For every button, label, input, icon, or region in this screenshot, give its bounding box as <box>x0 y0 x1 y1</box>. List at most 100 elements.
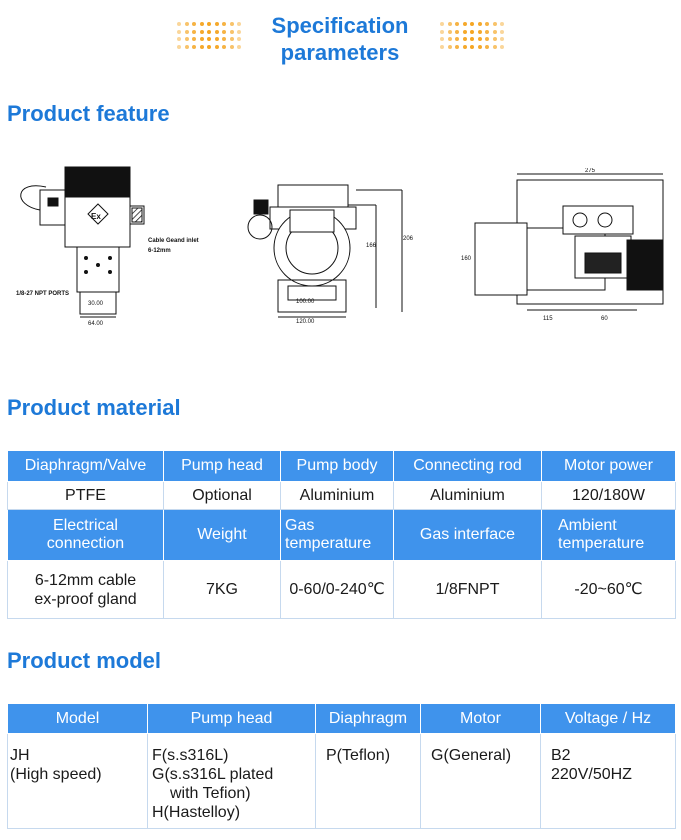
dot <box>222 22 226 26</box>
decorative-dots-left <box>177 22 245 52</box>
value-ambient-temperature: -20~60℃ <box>541 560 676 619</box>
dot <box>229 37 234 41</box>
dot <box>470 29 474 34</box>
ex-mark: Ex <box>91 212 101 221</box>
dim-206: 206 <box>403 236 414 242</box>
header-electrical-connection: Electrical connection <box>7 509 164 561</box>
dot <box>222 44 226 49</box>
value-voltage: B2 220V/50HZ <box>540 733 676 829</box>
dot <box>447 37 452 41</box>
header-model: Model <box>7 703 148 734</box>
dot <box>447 22 452 26</box>
dot <box>184 44 189 49</box>
dot <box>447 44 452 49</box>
dot <box>462 44 467 49</box>
dot <box>455 22 459 26</box>
dim-100: 100.00 <box>296 299 315 305</box>
dot <box>492 37 497 41</box>
value-line: 7KG <box>205 581 238 598</box>
dot <box>440 22 444 26</box>
dot <box>192 29 196 34</box>
technical-drawings: Ex Cable Geand inlet 6-12mm 1/8-27 NPT P… <box>0 150 681 340</box>
value-line: with Tefion) <box>170 785 251 802</box>
header-ambient-temperature: Ambient temperature <box>541 509 676 561</box>
dot <box>214 29 219 34</box>
value-line: H(Hastelloy) <box>152 804 241 821</box>
dot <box>477 22 482 26</box>
header-diaphragm: Diaphragm <box>315 703 421 734</box>
dot <box>192 22 196 26</box>
model-header-row: Model Pump head Diaphragm Motor Voltage … <box>7 703 676 734</box>
header-line: Ambient <box>558 517 617 534</box>
dot <box>177 29 181 34</box>
dot <box>199 29 204 34</box>
dim-60: 60 <box>601 316 608 322</box>
material-table: Diaphragm/Valve Pump head Pump body Conn… <box>7 450 676 619</box>
header-line: Weight <box>197 526 247 543</box>
dot <box>207 29 211 34</box>
value-electrical-connection: 6-12mm cable ex-proof gland <box>7 560 164 619</box>
dot <box>177 37 181 41</box>
header-line: Gas interface <box>419 526 516 543</box>
value-line: ex-proof gland <box>34 590 137 608</box>
title-line-2: parameters <box>280 40 400 65</box>
dim-275: 275 <box>585 168 596 174</box>
dot <box>500 44 504 49</box>
dot <box>237 29 241 34</box>
value-pump-body: Aluminium <box>280 481 394 510</box>
value-motor: G(General) <box>420 733 541 829</box>
model-value-row: JH (High speed) F(s.s316L) G(s.s316L pla… <box>7 733 676 829</box>
dot <box>222 29 226 34</box>
header-diaphragm-valve: Diaphragm/Valve <box>7 450 164 482</box>
dot <box>485 44 489 49</box>
dot <box>485 22 489 26</box>
dot <box>485 29 489 34</box>
dot <box>229 44 234 49</box>
value-gas-temperature: 0-60/0-240℃ <box>280 560 394 619</box>
dot <box>462 22 467 26</box>
dot <box>470 37 474 41</box>
dot <box>477 44 482 49</box>
dot <box>184 37 189 41</box>
dot <box>440 37 444 41</box>
value-line: G(s.s316L plated <box>152 766 274 783</box>
dot <box>199 37 204 41</box>
dot <box>477 29 482 34</box>
dot <box>199 22 204 26</box>
header-line: Gas <box>285 517 315 534</box>
drawing-top-view: 275 160 115 60 <box>461 168 664 322</box>
dot <box>492 22 497 26</box>
dot <box>207 44 211 49</box>
dim-160: 160 <box>461 256 472 262</box>
cable-size-label: 6-12mm <box>148 248 171 254</box>
header-line: temperature <box>558 535 645 552</box>
value-gas-interface: 1/8FNPT <box>393 560 542 619</box>
material-value-row-1: PTFE Optional Aluminium Aluminium 120/18… <box>7 481 676 510</box>
dot <box>500 29 504 34</box>
dot <box>207 22 211 26</box>
value-connecting-rod: Aluminium <box>393 481 542 510</box>
dot <box>500 22 504 26</box>
model-table: Model Pump head Diaphragm Motor Voltage … <box>7 703 676 829</box>
dot <box>440 44 444 49</box>
dot <box>470 44 474 49</box>
material-value-row-2: 6-12mm cable ex-proof gland 7KG 0-60/0-2… <box>7 560 676 619</box>
dot <box>447 29 452 34</box>
dot <box>492 29 497 34</box>
ports-label: 1/8-27 NPT PORTS <box>16 291 69 297</box>
dot <box>192 37 196 41</box>
dot <box>199 44 204 49</box>
value-line: 220V/50HZ <box>551 766 632 783</box>
value-diaphragm: P(Teflon) <box>315 733 421 829</box>
dim-120: 120.00 <box>296 319 315 325</box>
value-line: F(s.s316L) <box>152 747 229 764</box>
dot <box>477 37 482 41</box>
value-line: B2 <box>551 747 571 764</box>
value-line: 1/8FNPT <box>435 581 500 598</box>
header-model-pump-head: Pump head <box>147 703 316 734</box>
section-title-model: Product model <box>7 648 162 673</box>
header-line: Electrical <box>53 517 118 534</box>
dot <box>455 37 459 41</box>
section-title-material: Product material <box>7 395 181 420</box>
header-motor-power: Motor power <box>541 450 676 482</box>
